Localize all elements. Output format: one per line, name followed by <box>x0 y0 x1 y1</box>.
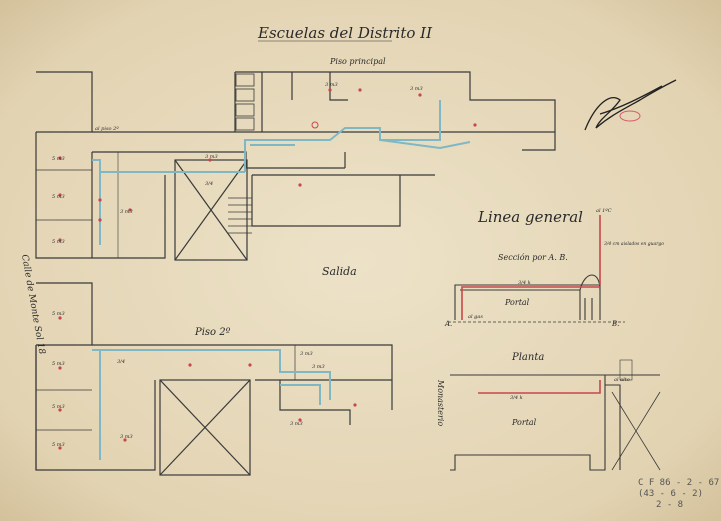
archive-note: C F 86 - 2 - 67 (43 - 6 - 2) 2 - 8 <box>638 478 719 511</box>
svg-text:3 m3: 3 m3 <box>300 351 313 357</box>
svg-text:5 m3: 5 m3 <box>52 442 65 448</box>
svg-text:3 m3: 3 m3 <box>205 154 218 160</box>
svg-text:5 m3: 5 m3 <box>52 404 65 410</box>
section-drawing <box>448 274 625 323</box>
upper-annotations: al piso 2º 5 m3 5 m3 5 m3 3 m3 3 m3 3 m3 3 m3… <box>52 82 423 245</box>
section-gas-line <box>461 215 601 320</box>
signature <box>584 79 677 131</box>
riser-label: al 1ºC <box>596 208 612 214</box>
svg-text:5 m3: 5 m3 <box>52 361 65 367</box>
svg-text:3 m3: 3 m3 <box>290 421 303 427</box>
svg-text:3 m3: 3 m3 <box>312 364 325 370</box>
exit-label: Salida <box>322 265 357 278</box>
lower-floor-plan <box>35 282 393 476</box>
linea-title: Linea general <box>477 208 583 226</box>
svg-text:3 m3: 3 m3 <box>410 86 423 92</box>
svg-text:3/4: 3/4 <box>205 181 213 187</box>
svg-text:al piso 2º: al piso 2º <box>95 126 119 132</box>
ground-floor-label: Piso principal <box>329 57 386 66</box>
svg-text:5 m3: 5 m3 <box>52 239 65 245</box>
alt-label: al alto <box>614 377 630 383</box>
archive-note-line1: C F 86 - 2 - 67 <box>638 478 720 488</box>
svg-text:5 m3: 5 m3 <box>52 194 65 200</box>
svg-text:3 m3: 3 m3 <box>120 434 133 440</box>
lower-pipes <box>92 349 331 460</box>
svg-text:3 m3: 3 m3 <box>325 82 338 88</box>
archive-note-line3: 2 - 8 <box>656 500 684 510</box>
plan-label: Planta <box>511 352 544 363</box>
archive-note-line2: (43 - 6 - 2) <box>638 489 704 499</box>
point-b-label: B. <box>611 320 619 328</box>
run-top-label: 3/4 k <box>518 280 531 286</box>
svg-text:3 m3: 3 m3 <box>120 209 133 215</box>
side-street-label: Monasterio <box>436 379 445 426</box>
vertical-run-label: 3/4 cm aislados en guargo <box>604 241 664 247</box>
lower-fixture-marks <box>58 316 357 450</box>
portal-section-label: Portal <box>504 298 530 307</box>
run-plan-label: 3/4 k <box>510 395 523 401</box>
lower-annotations: 5 m3 5 m3 5 m3 5 m3 3 m3 3/4 3 m3 3 m3 3 m3 <box>52 311 325 448</box>
portal-plan-label: Portal <box>511 418 537 427</box>
point-a-label: A. <box>444 320 452 328</box>
plan-gas-line <box>478 380 601 394</box>
upper-pipes <box>92 100 471 245</box>
svg-text:5 m3: 5 m3 <box>52 311 65 317</box>
svg-text:5 m3: 5 m3 <box>52 156 65 162</box>
upper-floor-plan <box>35 71 556 261</box>
second-floor-label: Piso 2º <box>194 327 231 338</box>
upper-fixture-marks <box>58 88 477 242</box>
meter-label: al gas <box>468 314 483 320</box>
svg-text:3/4: 3/4 <box>117 359 125 365</box>
section-label: Sección por A. B. <box>498 253 568 262</box>
drawing-title: Escuelas del Distrito II <box>257 24 433 42</box>
plan-drawing <box>450 359 661 471</box>
